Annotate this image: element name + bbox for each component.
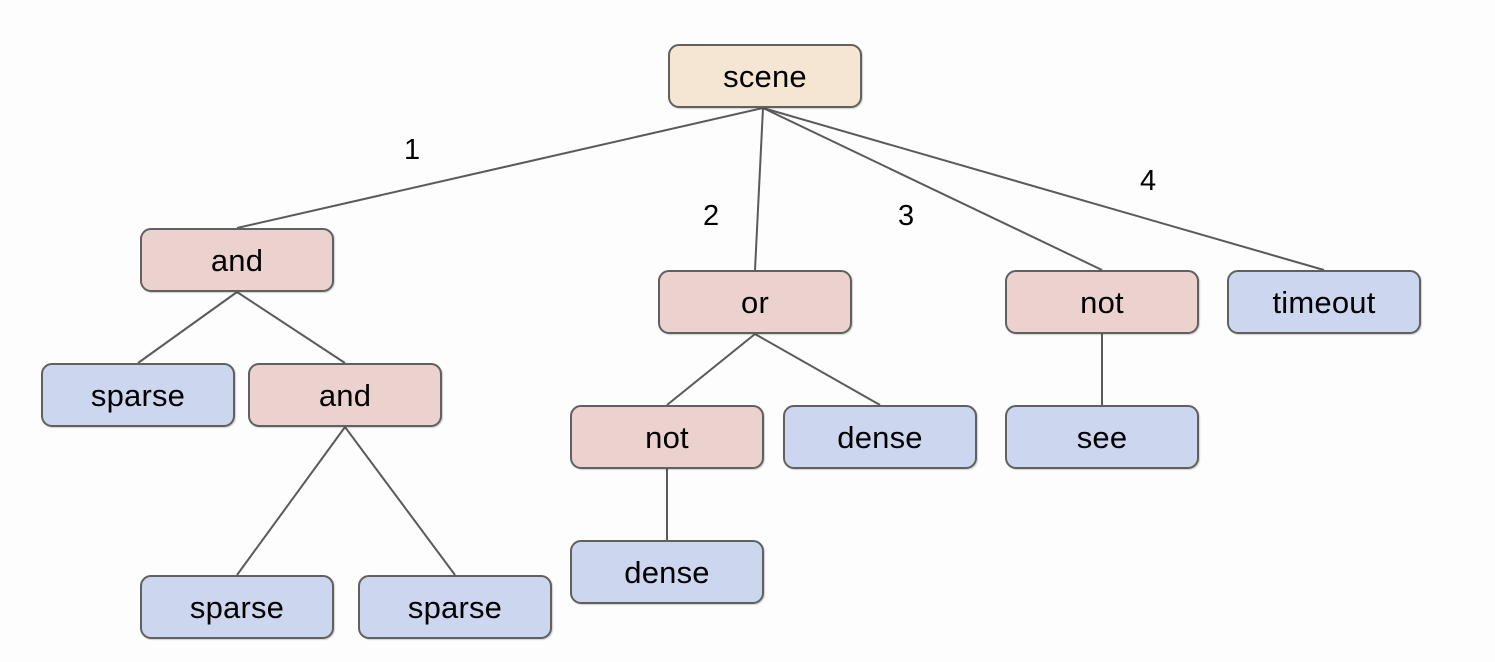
tree-node-label: not	[1080, 284, 1124, 320]
tree-node-timeout1[interactable]: timeout	[1227, 270, 1421, 334]
tree-edge	[754, 107, 764, 271]
tree-node-label: scene	[723, 58, 807, 94]
tree-node-label: or	[741, 284, 769, 320]
tree-node-and2[interactable]: and	[248, 363, 442, 427]
tree-node-and1[interactable]: and	[140, 228, 334, 292]
tree-node-label: sparse	[90, 377, 186, 413]
tree-node-or1[interactable]: or	[658, 270, 852, 334]
tree-node-label: dense	[624, 554, 710, 590]
tree-node-label: sparse	[407, 589, 503, 625]
tree-node-sparse3[interactable]: sparse	[358, 575, 552, 639]
tree-node-label: and	[318, 377, 372, 413]
tree-edge	[762, 107, 1325, 271]
tree-node-label: not	[645, 419, 689, 455]
tree-node-label: see	[1076, 419, 1128, 455]
tree-node-scene[interactable]: scene	[668, 44, 862, 108]
tree-edge	[236, 426, 346, 576]
tree-edge	[236, 107, 764, 229]
edge-label-2: 2	[703, 200, 720, 232]
tree-node-see1[interactable]: see	[1005, 405, 1199, 469]
tree-node-label: sparse	[189, 589, 285, 625]
edge-label-4: 4	[1140, 165, 1157, 197]
tree-node-dense2[interactable]: dense	[570, 540, 764, 604]
edge-label-1: 1	[404, 134, 421, 166]
tree-node-label: and	[210, 242, 264, 278]
edge-label-3: 3	[898, 200, 915, 232]
tree-edge	[666, 333, 756, 406]
tree-edge	[137, 291, 238, 364]
tree-edge	[762, 107, 1103, 271]
tree-node-dense1[interactable]: dense	[783, 405, 977, 469]
tree-node-sparse2[interactable]: sparse	[140, 575, 334, 639]
tree-edge	[236, 291, 346, 364]
tree-edge	[754, 333, 881, 406]
tree-node-not2[interactable]: not	[570, 405, 764, 469]
tree-node-sparse1[interactable]: sparse	[41, 363, 235, 427]
tree-edge	[344, 426, 456, 576]
tree-node-not1[interactable]: not	[1005, 270, 1199, 334]
tree-node-label: dense	[837, 419, 923, 455]
tree-node-label: timeout	[1272, 284, 1376, 320]
